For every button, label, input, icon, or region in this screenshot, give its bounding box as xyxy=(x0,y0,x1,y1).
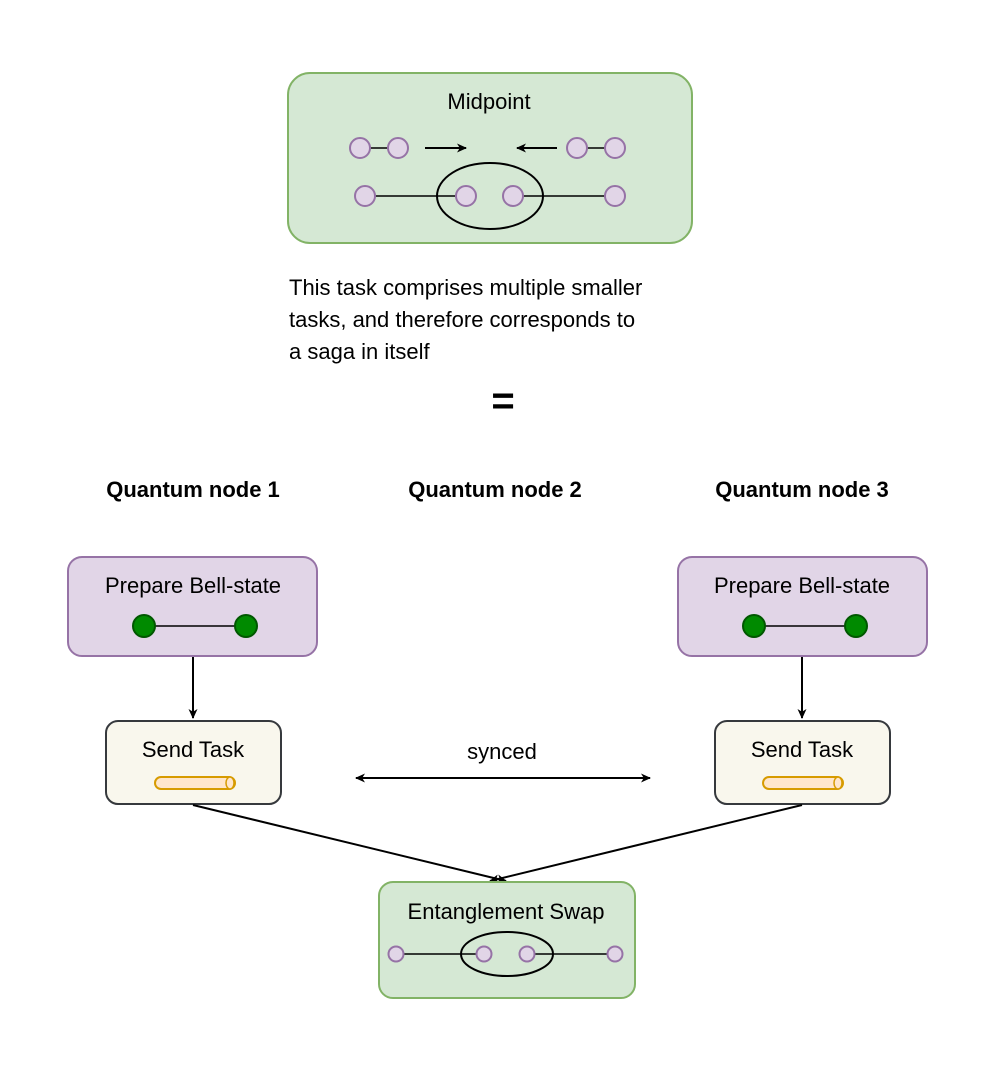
left-prepare-label: Prepare Bell-state xyxy=(105,573,281,598)
qubit-icon xyxy=(566,137,588,159)
bell-measurement-ellipse xyxy=(460,931,554,977)
equals-sign: = xyxy=(491,379,514,423)
midpoint-left-qubit-pair xyxy=(349,137,409,159)
column-header-node-3: Quantum node 3 xyxy=(715,477,889,502)
bell-qubit-icon xyxy=(844,614,868,638)
bell-measurement-ellipse xyxy=(436,162,544,230)
bell-qubit-icon xyxy=(234,614,258,638)
quantum-channel-icon xyxy=(154,776,236,790)
swap-box-frame xyxy=(378,881,636,999)
qubit-icon xyxy=(475,945,493,963)
qubit-icon xyxy=(455,185,477,207)
column-header-node-2: Quantum node 2 xyxy=(408,477,582,502)
right-prepare-box-frame xyxy=(677,556,928,657)
quantum-channel-icon xyxy=(762,776,844,790)
left-prepare-bell-state-box: Prepare Bell-state xyxy=(67,556,318,657)
left-prepare-box-frame xyxy=(67,556,318,657)
description-line-2: tasks, and therefore corresponds to xyxy=(289,307,635,332)
bell-qubit-icon xyxy=(742,614,766,638)
right-send-to-swap-arrow xyxy=(489,804,803,884)
qubit-icon xyxy=(606,945,624,963)
right-send-label: Send Task xyxy=(751,737,854,762)
left-send-box-frame xyxy=(105,720,282,805)
entanglement-swap-box: Entanglement Swap xyxy=(378,881,636,999)
midpoint-right-qubit-pair xyxy=(566,137,626,159)
qubit-icon xyxy=(604,137,626,159)
right-prepare-bell-state-box: Prepare Bell-state xyxy=(677,556,928,657)
qubit-icon xyxy=(354,185,376,207)
midpoint-box-frame xyxy=(287,72,693,244)
qubit-icon xyxy=(604,185,626,207)
column-header-node-1: Quantum node 1 xyxy=(106,477,280,502)
left-send-to-swap-arrow xyxy=(192,804,507,884)
qubit-icon xyxy=(387,945,405,963)
bell-qubit-icon xyxy=(132,614,156,638)
right-send-task-box: Send Task xyxy=(714,720,891,805)
synced-label: synced xyxy=(467,739,537,764)
swap-label: Entanglement Swap xyxy=(408,899,605,924)
qubit-icon xyxy=(502,185,524,207)
description-line-3: a saga in itself xyxy=(289,339,431,364)
midpoint-title: Midpoint xyxy=(447,89,530,114)
midpoint-box: Midpoint xyxy=(287,72,693,244)
qubit-icon xyxy=(387,137,409,159)
right-send-box-frame xyxy=(714,720,891,805)
description-line-1: This task comprises multiple smaller xyxy=(289,275,642,300)
midpoint-swap-row xyxy=(354,162,626,230)
right-prepare-label: Prepare Bell-state xyxy=(714,573,890,598)
left-send-label: Send Task xyxy=(142,737,245,762)
midpoint-description: This task comprises multiple smaller tas… xyxy=(289,275,642,364)
qubit-icon xyxy=(518,945,536,963)
left-send-task-box: Send Task xyxy=(105,720,282,805)
qubit-icon xyxy=(349,137,371,159)
